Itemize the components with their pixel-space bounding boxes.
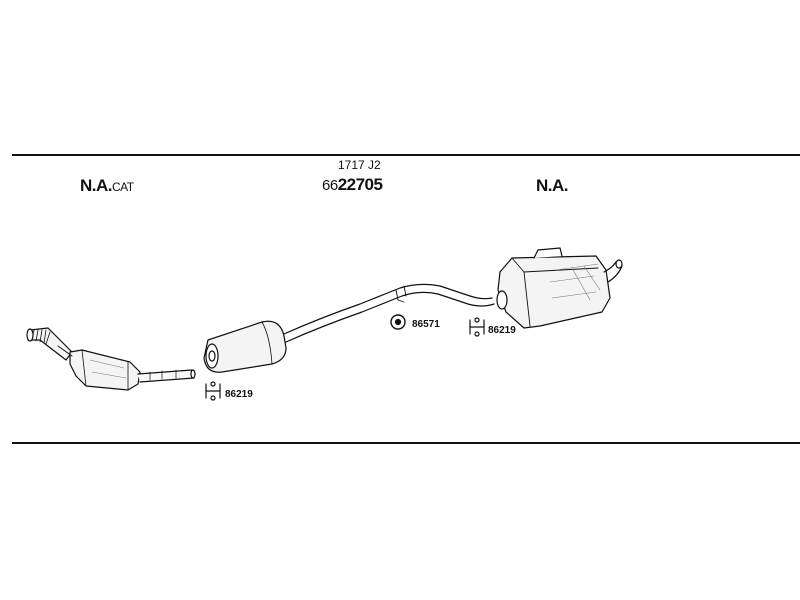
part-code-clamp-rear: 86219 xyxy=(488,325,516,336)
middle-silencer xyxy=(203,320,287,373)
label-front-suffix: CAT xyxy=(112,180,134,194)
bottom-divider-line xyxy=(12,442,800,444)
catalytic-converter xyxy=(57,345,141,391)
label-center-main: 22705 xyxy=(337,175,383,194)
clamp-rear-icon xyxy=(469,317,485,337)
rear-silencer xyxy=(496,247,623,329)
top-divider-line xyxy=(12,154,800,156)
intermediate-pipe-rear xyxy=(283,283,495,343)
label-front-main: N.A. xyxy=(80,176,113,195)
clamp-front-icon xyxy=(205,381,221,401)
front-pipe xyxy=(26,327,73,361)
label-center-prefix: 66 xyxy=(322,177,338,194)
label-center-section: 6622705 xyxy=(322,175,383,195)
label-rear-section: N.A. xyxy=(536,176,569,195)
intermediate-pipe-front xyxy=(137,369,196,383)
part-code-clamp-front: 86219 xyxy=(225,389,253,400)
label-center-top: 1717 J2 xyxy=(338,158,381,172)
label-front-section: N.A.CAT xyxy=(80,176,134,196)
part-code-rubber-mount: 86571 xyxy=(412,319,440,330)
rubber-mount-icon xyxy=(390,314,406,330)
